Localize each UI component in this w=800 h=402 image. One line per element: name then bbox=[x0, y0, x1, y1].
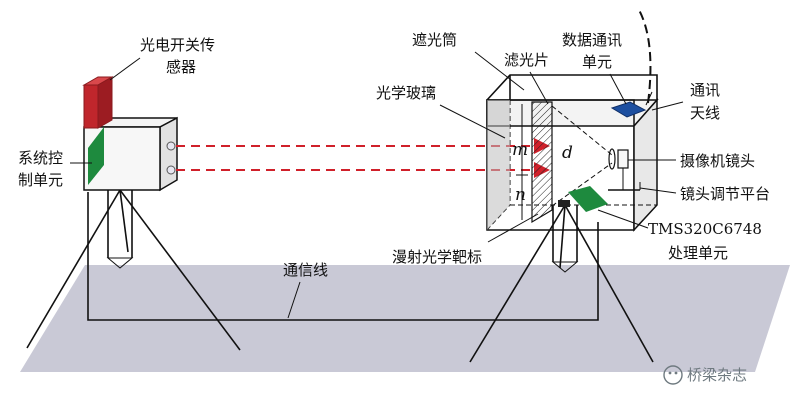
label-camera-lens: 摄像机镜头 bbox=[680, 152, 755, 170]
left-tripod bbox=[26, 189, 241, 351]
diffuse-target bbox=[531, 101, 553, 224]
label-photoelectric-sensor-line1: 光电开关传 bbox=[140, 36, 215, 54]
right-tripod bbox=[469, 204, 654, 363]
label-data-comm-line2: 单元 bbox=[582, 53, 612, 71]
label-photoelectric-sensor-line2: 感器 bbox=[166, 58, 196, 76]
camera-body bbox=[617, 149, 629, 169]
camera-lens bbox=[608, 148, 616, 170]
label-antenna-line1: 通讯 bbox=[690, 81, 720, 99]
processor-unit bbox=[568, 186, 608, 212]
symbol-d: d bbox=[562, 143, 573, 163]
wechat-icon bbox=[663, 365, 683, 385]
watermark: 桥梁杂志 bbox=[663, 365, 747, 385]
label-processor-line1: TMS320C6748 bbox=[648, 220, 762, 238]
label-diffuse-target: 漫射光学靶标 bbox=[392, 248, 482, 266]
symbol-m: m bbox=[512, 140, 528, 160]
comm-antenna bbox=[637, 7, 652, 104]
watermark-text: 桥梁杂志 bbox=[687, 366, 747, 384]
label-filter: 滤光片 bbox=[504, 51, 549, 69]
optical-glass bbox=[487, 100, 510, 230]
laser-emitter-bottom bbox=[166, 165, 176, 175]
label-processor-line2: 处理单元 bbox=[668, 244, 728, 262]
control-green-panel bbox=[88, 127, 104, 185]
label-optical-glass: 光学玻璃 bbox=[376, 84, 436, 102]
communication-wire bbox=[87, 192, 599, 321]
label-system-control-line2: 制单元 bbox=[18, 171, 63, 189]
symbol-n: n bbox=[515, 185, 526, 205]
laser-emitter-top bbox=[166, 141, 176, 151]
label-light-shield: 遮光筒 bbox=[412, 31, 457, 49]
light-shield-tube bbox=[486, 74, 659, 232]
ground-plane bbox=[20, 265, 790, 372]
label-comm-wire: 通信线 bbox=[283, 261, 328, 279]
data-comm-unit bbox=[610, 101, 647, 118]
label-antenna-line2: 天线 bbox=[690, 104, 720, 122]
control-unit-box bbox=[83, 116, 178, 192]
label-data-comm-line1: 数据通讯 bbox=[562, 31, 622, 49]
label-system-control-line1: 系统控 bbox=[18, 149, 63, 167]
photoelectric-sensor bbox=[82, 76, 114, 129]
label-lens-platform: 镜头调节平台 bbox=[680, 185, 770, 203]
